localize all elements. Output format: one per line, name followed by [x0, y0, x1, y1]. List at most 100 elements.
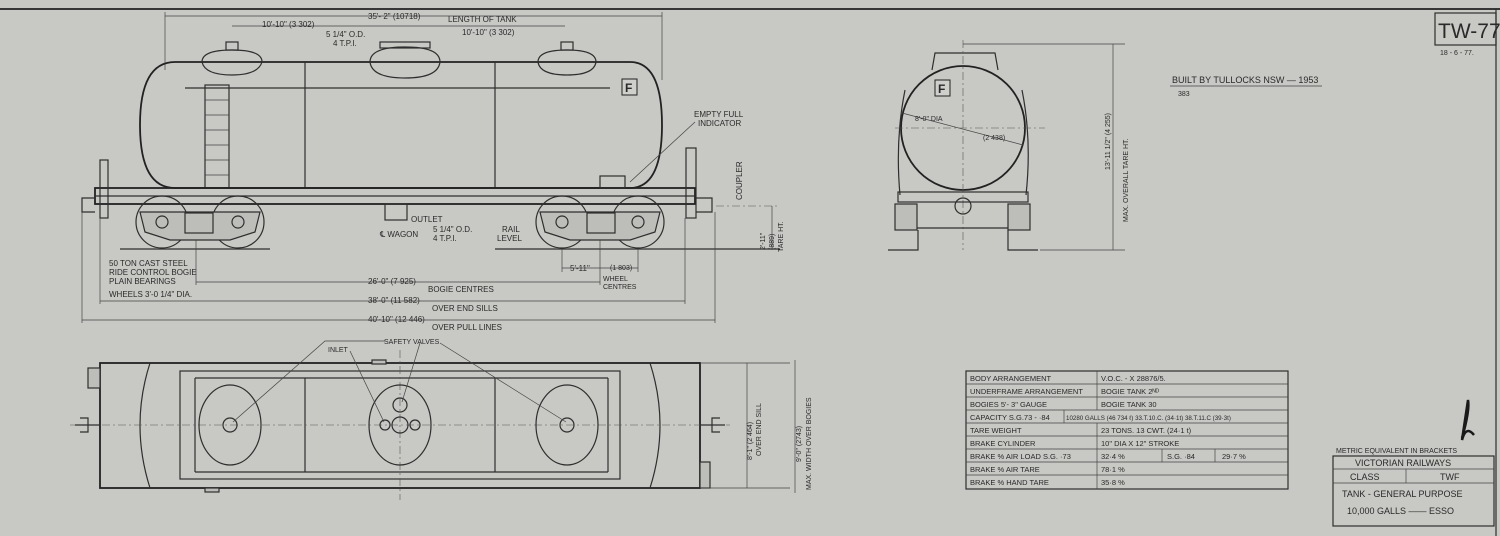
wagon-centreline: ℄ WAGON — [379, 230, 418, 239]
rail-level-1: RAIL — [502, 225, 520, 234]
built-by-note: BUILT BY TULLOCKS NSW — 1953 — [1172, 75, 1318, 85]
end-post-right — [685, 147, 697, 219]
pull-lines-label: OVER PULL LINES — [432, 323, 502, 332]
signature — [1460, 399, 1475, 441]
max-width-label: MAX. WIDTH OVER BOGIES — [806, 397, 813, 490]
end-sill-label: OVER END SILL — [756, 403, 763, 456]
tank-length-label: LENGTH OF TANK — [448, 15, 517, 24]
side-elevation: 35'- 2" (10718) LENGTH OF TANK 10'-10" (… — [81, 12, 785, 332]
end-height-label: MAX. OVERALL TARE HT. — [1123, 138, 1130, 222]
coupler-left — [81, 197, 95, 213]
end-sills-label: OVER END SILLS — [432, 304, 498, 313]
drawing-number-box: TW-77 18 - 6 - 77. — [1434, 12, 1500, 57]
dome-right — [537, 49, 597, 76]
specification-table: BODY ARRANGEMENT V.O.C. - X 28876/5. UND… — [965, 370, 1289, 490]
spec-label-0: BODY ARRANGEMENT — [970, 374, 1052, 383]
spec-value-5: 10" DIA X 12" STROKE — [1101, 439, 1179, 448]
spec-value-4: 23 TONS. 13 CWT. (24·1 t) — [1101, 426, 1192, 435]
drawing-number: TW-77 — [1438, 20, 1500, 43]
coupler-label: COUPLER — [735, 161, 744, 200]
spec-label-5: BRAKE CYLINDER — [970, 439, 1036, 448]
spec-value-0: V.O.C. - X 28876/5. — [1101, 374, 1166, 383]
spec-extra-label-6: S.G. ·84 — [1167, 452, 1195, 461]
railway-name: VICTORIAN RAILWAYS — [1355, 458, 1451, 468]
bogie-centres-label: BOGIE CENTRES — [428, 285, 494, 294]
spec-label-4: TARE WEIGHT — [970, 426, 1022, 435]
logo-f — [621, 78, 638, 96]
end-side-frames — [897, 89, 1029, 196]
safety-valves-label: SAFETY VALVES — [384, 339, 440, 346]
outlet — [384, 203, 408, 221]
rail-level-2: LEVEL — [497, 234, 522, 243]
brake-wheel — [87, 367, 101, 389]
capacity-owner: 10,000 GALLS —— ESSO — [1347, 506, 1454, 516]
end-diameter: 8'-0" DIA — [915, 116, 943, 123]
dome-spacing-right: 10'-10" (3 302) — [462, 28, 515, 37]
end-post-left — [99, 159, 109, 219]
indicator-label-1: EMPTY FULL — [694, 110, 744, 119]
plan-dome-centre — [368, 384, 432, 466]
spec-label-2: BOGIES 5'- 3" GAUGE — [970, 400, 1047, 409]
wheel-centres-dim: 5'-11" — [570, 264, 590, 273]
coupler-height: 2'-11" — [760, 232, 767, 250]
end-rails — [888, 230, 1038, 251]
bogie-right — [535, 195, 665, 249]
spec-value-7: 78·1 % — [1101, 465, 1125, 474]
dome-left — [201, 49, 263, 76]
spec-value-2: BOGIE TANK 30 — [1101, 400, 1157, 409]
class-label: CLASS — [1350, 472, 1380, 482]
coupler-height-label: TARE HT. — [778, 221, 785, 252]
max-width-dim: 9'-0" (2743) — [796, 426, 803, 462]
spec-label-6: BRAKE % AIR LOAD S.G. ·73 — [970, 452, 1071, 461]
spec-label-8: BRAKE % HAND TARE — [970, 478, 1049, 487]
end-sills-dim: 38'-0" (11 582) — [368, 296, 420, 305]
built-count: 383 — [1178, 91, 1190, 98]
bogie-note-2: RIDE CONTROL BOGIE — [109, 268, 197, 277]
end-headstock — [897, 191, 1029, 203]
plan-coupler-left — [75, 417, 100, 433]
outlet-label: OUTLET — [411, 215, 443, 224]
spec-extra-value-6: 29·7 % — [1222, 452, 1246, 461]
inlet-label: INLET — [328, 347, 349, 354]
coupler-right — [696, 197, 713, 213]
title-block: METRIC EQUIVALENT IN BRACKETS VICTORIAN … — [1332, 399, 1495, 527]
wheel-centres-label-1: WHEEL — [603, 276, 628, 283]
plan-coupler-right — [700, 417, 725, 433]
spec-value-3: 10280 GALLS (46 734 ℓ) 33.T.10.C. (34·1t… — [1066, 415, 1231, 422]
ladder — [204, 84, 230, 189]
bogie-centres-dim: 26'-0" (7 925) — [368, 277, 416, 286]
logo-letter: F — [625, 81, 632, 95]
bogie-left — [135, 195, 265, 249]
diameter-line — [901, 112, 1024, 146]
wagon-description: TANK - GENERAL PURPOSE — [1342, 489, 1463, 499]
end-elevation: F 8'-0" DIA (2 438) 13'-11 1/2" (4 255) … — [888, 40, 1130, 251]
tank-length-dim: 35'- 2" (10718) — [368, 12, 421, 21]
end-diameter-metric: (2 438) — [983, 135, 1005, 142]
drawing-date: 18 - 6 - 77. — [1440, 50, 1474, 57]
bogie-note-3: PLAIN BEARINGS — [109, 277, 176, 286]
coupler-height-metric: (889) — [769, 234, 776, 250]
spec-value-1: BOGIE TANK 2ᴺᴰ — [1101, 387, 1160, 396]
spec-label-7: BRAKE % AIR TARE — [970, 465, 1040, 474]
spec-value-8: 35·8 % — [1101, 478, 1125, 487]
bogie-note-1: 50 TON CAST STEEL — [109, 259, 188, 268]
pull-lines-dim: 40'-10" (12 446) — [368, 315, 425, 324]
tank-body — [139, 61, 663, 189]
metric-note: METRIC EQUIVALENT IN BRACKETS — [1336, 448, 1457, 455]
plan-dome-left — [198, 384, 262, 466]
outlet-od: 5 1/4" O.D. — [433, 225, 472, 234]
spec-label-3: CAPACITY S.G.73 - ·84 — [970, 413, 1050, 422]
spec-label-1: UNDERFRAME ARRANGEMENT — [970, 387, 1083, 396]
wheel-centres-metric: (1 803) — [610, 265, 632, 272]
end-logo-f — [934, 79, 951, 97]
wheel-centres-label-2: CENTRES — [603, 284, 637, 291]
dome-spacing-left: 10'-10" (3 302) — [262, 20, 315, 29]
indicator-label-2: INDICATOR — [698, 119, 741, 128]
end-coupler — [954, 197, 972, 215]
end-dome — [931, 52, 999, 71]
dome-od: 5 1/4" O.D. — [326, 30, 365, 39]
end-height-dim: 13'-11 1/2" (4 255) — [1105, 113, 1112, 170]
wheels-note: WHEELS 3'-0 1/4" DIA. — [109, 290, 192, 299]
dome-tpi: 4 T.P.I. — [333, 39, 357, 48]
